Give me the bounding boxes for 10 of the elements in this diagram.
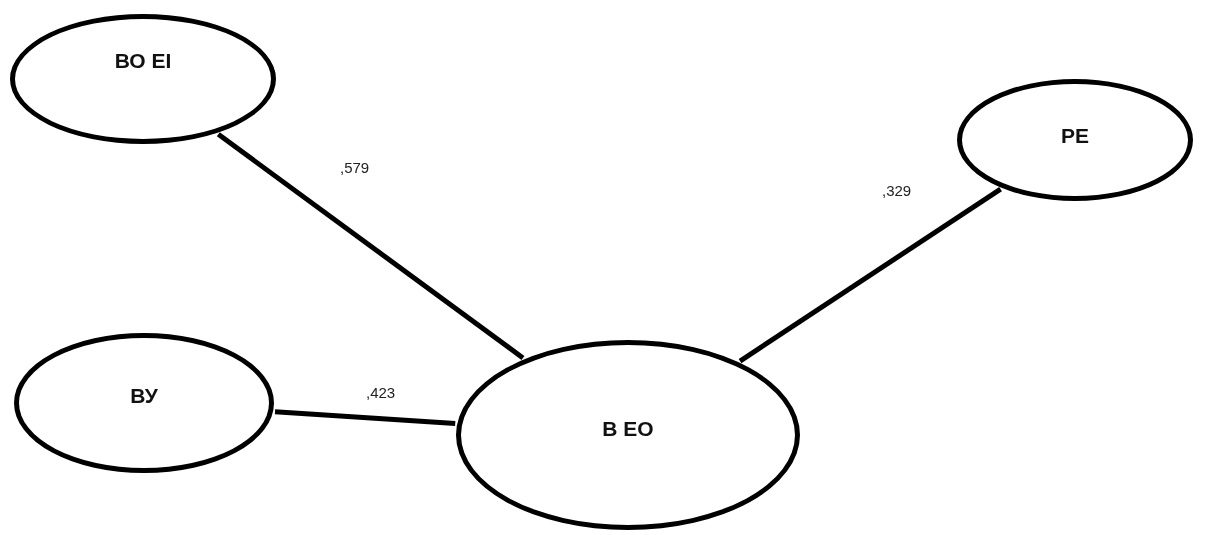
- connector-line: [274, 409, 456, 427]
- connector-line: [738, 187, 1002, 364]
- node-label: В ЕО: [602, 416, 654, 443]
- node-label: РЕ: [1061, 122, 1089, 149]
- node-label: ВО ЕІ: [114, 48, 172, 75]
- edge-label: ,579: [340, 160, 370, 175]
- edge-label: ,329: [882, 183, 912, 198]
- node-label: ВУ: [130, 382, 158, 409]
- edge-label: ,423: [366, 385, 396, 400]
- connector-line: [216, 132, 525, 360]
